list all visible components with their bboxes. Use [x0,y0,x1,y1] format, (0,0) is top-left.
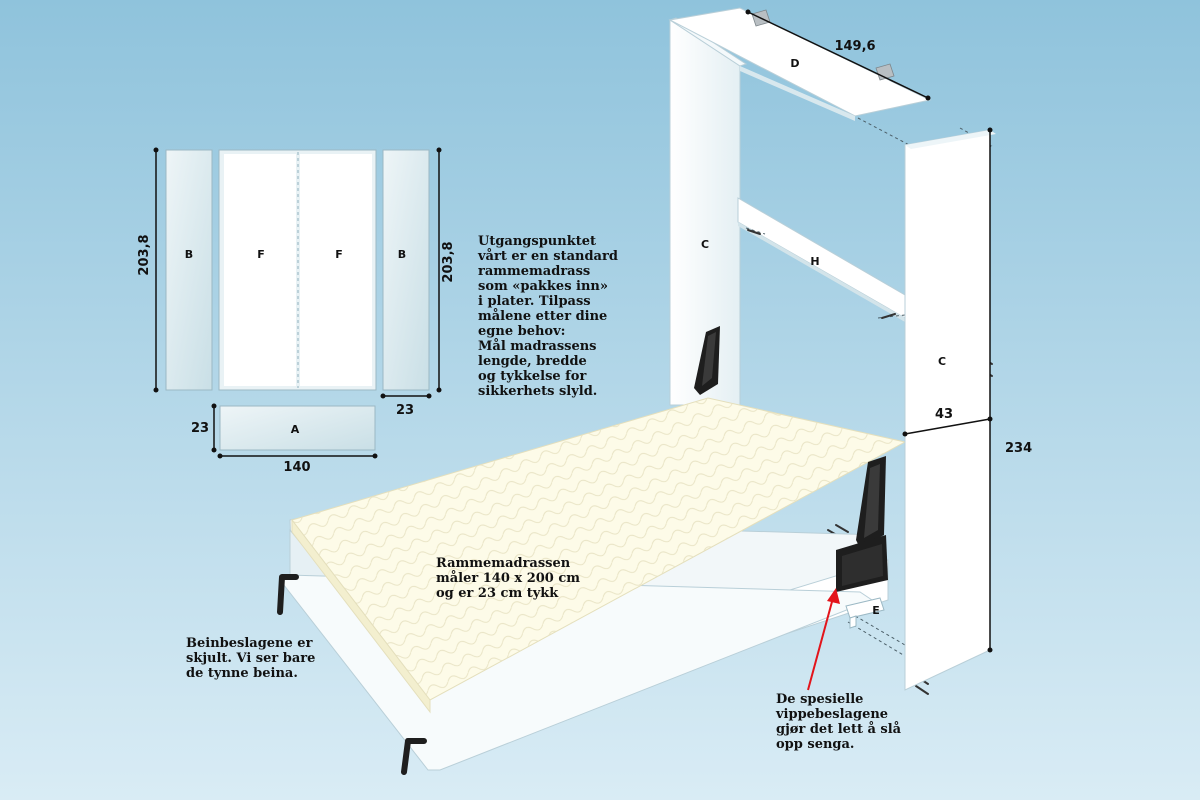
intro-note-line: Utgangspunktet [478,234,596,249]
intro-note-line: Mål madrassens [478,339,597,354]
mattress-note-line: Rammemadrassen [436,556,571,571]
cut-diagram: 203,8 B F F B 203,8 23 A 23 140 [137,147,456,475]
cross-bar-h-label: H [810,255,819,268]
hinges-note-line: gjør det lett å slå [776,722,902,737]
hinges-note-line: vippebeslagene [776,707,889,722]
wall-panel-c-right-label: C [938,355,946,368]
intro-note-line: vårt er en standard [478,249,618,264]
hinge-arrow [807,597,834,691]
panel-b-right-label: B [398,248,406,261]
panel-a [219,405,376,451]
intro-note-line: og tykkelse for [478,369,587,384]
d-width-label: 149,6 [834,39,875,54]
panel-f-right [300,154,372,386]
legs-note-line: de tynne beina. [186,666,298,681]
pivot-bracket-front [836,456,888,592]
panel-f-left-label: F [257,248,265,261]
panel-b-left-label: B [185,248,193,261]
intro-note-line: i plater. Tilpass [478,294,591,309]
intro-note-line: egne behov: [478,324,566,339]
legs-note-line: Beinbeslagene er [186,636,313,651]
panel-a-label: A [291,423,300,436]
top-panel-d-label: D [790,57,799,70]
leg-rear [277,574,299,615]
c-width-label: 43 [935,407,953,422]
panel-b-left [165,149,213,391]
c-width-dimension-line [904,418,991,435]
pivot-bracket-back [694,326,720,395]
intro-note-line: sikkerhets slyld. [478,384,598,399]
width-b-label: 23 [396,403,414,418]
height-left-label: 203,8 [137,234,152,275]
panel-f-left [224,154,296,386]
mattress-note-line: og er 23 cm tykk [436,586,559,601]
a-width-label: 140 [283,460,310,475]
hinges-note-line: De spesielle [776,692,864,707]
intro-note-line: rammemadrass [478,264,591,279]
foot-bracket-e-label: E [872,604,880,617]
foot-bracket-e [845,597,885,619]
intro-note-line: lengde, bredde [478,354,587,369]
d-width-dimension-line [747,11,929,99]
intro-note: Utgangspunktet vårt er en standard ramme… [478,234,618,399]
c-height-label: 234 [1005,441,1032,456]
hinges-note-line: opp senga. [776,737,855,752]
panel-f-right-label: F [335,248,343,261]
panel-b-right [382,149,430,391]
intro-note-line: målene etter dine [478,309,608,324]
a-height-label: 23 [191,421,209,436]
mattress-note-line: måler 140 x 200 cm [436,571,581,586]
top-panel-d [668,7,932,117]
intro-note-line: som «pakkes inn» [478,279,609,294]
height-right-label: 203,8 [441,241,456,282]
hinge-arrow-head [827,588,840,604]
legs-note-line: skjult. Vi ser bare [186,651,316,666]
wall-panel-c-left-label: C [701,238,709,251]
leg-front [401,738,427,775]
assembly-illustration: C D 149,6 H [277,7,1032,775]
hinges-note: De spesielle vippebeslagene gjør det let… [776,692,901,752]
mattress-note: Rammemadrassen måler 140 x 200 cm og er … [436,556,580,601]
legs-note: Beinbeslagene er skjult. Vi ser bare de … [186,636,315,681]
